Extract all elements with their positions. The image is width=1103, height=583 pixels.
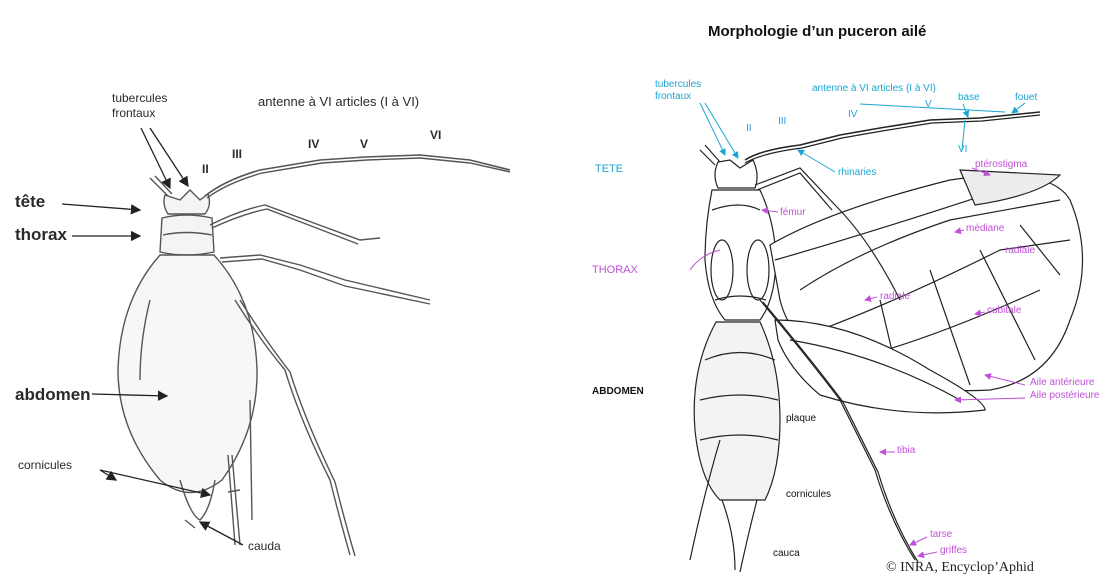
label-r-tibia: tibia xyxy=(897,446,915,456)
label-r-radiale-2: radiale xyxy=(880,292,910,302)
label-r-mediane: médiane xyxy=(966,224,1004,234)
label-cornicules: cornicules xyxy=(18,459,72,471)
label-r-fouet: fouet xyxy=(1015,93,1037,103)
label-r-rhinaries: rhinaries xyxy=(838,168,876,178)
label-seg-II: II xyxy=(202,163,209,175)
label-r-plaque: plaque xyxy=(786,414,816,424)
label-r-aile-posterieure: Aile postérieure xyxy=(1030,391,1099,401)
label-r-radiale-1: radiale xyxy=(1005,246,1035,256)
label-r-cubitale: cubitale xyxy=(987,306,1021,316)
label-r-aile-anterieure: Aile antérieure xyxy=(1030,378,1094,388)
label-seg-IV: IV xyxy=(308,138,319,150)
label-r-tarse: tarse xyxy=(930,530,952,540)
right-aphid-drawing xyxy=(690,112,1083,572)
label-tubercules-l2: frontaux xyxy=(112,107,155,119)
label-r-cauda: cauca xyxy=(773,549,800,559)
label-r-seg-IV: IV xyxy=(848,110,857,120)
label-r-cornicules: cornicules xyxy=(786,490,831,500)
label-r-thorax: THORAX xyxy=(592,265,638,276)
label-seg-III: III xyxy=(232,148,242,160)
label-r-seg-VI: VI xyxy=(958,145,967,155)
label-antenne: antenne à VI articles (I à VI) xyxy=(258,95,419,108)
label-thorax: thorax xyxy=(15,226,67,243)
label-abdomen: abdomen xyxy=(15,386,91,403)
label-tubercules-l1: tubercules xyxy=(112,92,167,104)
label-r-antenne: antenne à VI articles (I à VI) xyxy=(812,84,936,94)
label-r-tubercules-l2: frontaux xyxy=(655,92,691,102)
label-r-seg-II: II xyxy=(746,124,752,134)
label-seg-VI: VI xyxy=(430,129,441,141)
label-r-pterostigma: ptérostigma xyxy=(975,160,1027,170)
label-r-femur: fémur xyxy=(780,208,806,218)
label-r-tete: TETE xyxy=(595,164,623,175)
label-r-tubercules-l1: tubercules xyxy=(655,80,701,90)
label-r-base: base xyxy=(958,93,980,103)
label-r-seg-V: V xyxy=(925,100,932,110)
label-tete: tête xyxy=(15,193,45,210)
left-aphid-drawing xyxy=(118,155,510,556)
label-r-abdomen: ABDOMEN xyxy=(592,387,644,397)
figure-title: Morphologie d’un puceron ailé xyxy=(708,23,926,40)
label-seg-V: V xyxy=(360,138,368,150)
label-r-seg-III: III xyxy=(778,117,786,127)
copyright-credit: © INRA, Encyclop’Aphid xyxy=(886,560,1034,576)
label-cauda: cauda xyxy=(248,540,281,552)
label-r-griffes: griffes xyxy=(940,546,967,556)
